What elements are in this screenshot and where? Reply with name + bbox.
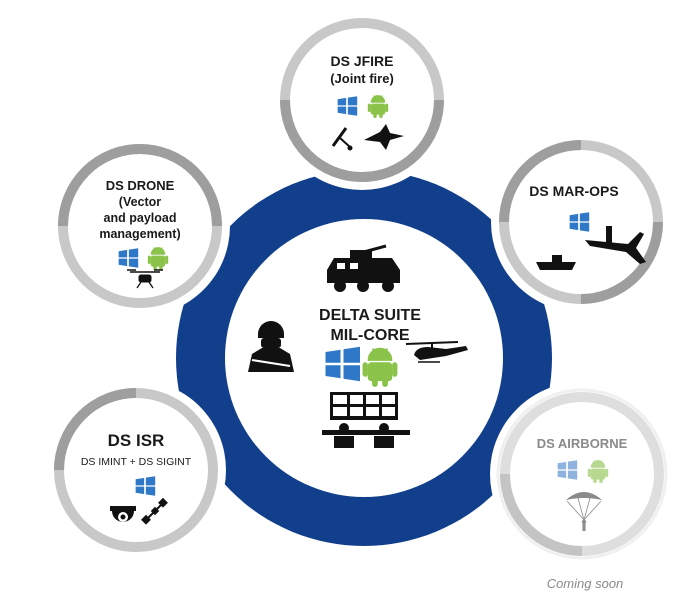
- isr-ring-dark: [54, 388, 137, 471]
- airborne-ring-dark: [500, 473, 583, 556]
- module-marops: DS MAR-OPS: [491, 132, 671, 312]
- jfire-subtitle: (Joint fire): [330, 71, 394, 86]
- isr-disc: [66, 400, 206, 540]
- airborne-halo: [496, 388, 668, 560]
- jfire-ring-dark: [280, 99, 444, 182]
- module-drone: DS DRONE (Vector and payload management): [50, 136, 230, 316]
- drone-ring-dark: [58, 144, 222, 227]
- marops-ring-dark: [499, 140, 582, 223]
- isr-title: DS ISR: [108, 431, 165, 450]
- drone-title: DS DRONE: [106, 178, 175, 193]
- boat-icon: [536, 255, 576, 270]
- control-room-icon: [322, 392, 410, 448]
- marops-disc: [511, 152, 651, 292]
- module-isr: DS ISR DS IMINT + DS SIGINT: [46, 380, 226, 560]
- airborne-status: Coming soon: [547, 576, 624, 591]
- dome-camera-icon: [110, 506, 136, 522]
- drone-subtitle-line2: and payload: [104, 211, 177, 225]
- drone-disc: [70, 156, 210, 296]
- marops-ring-dark-2: [580, 221, 663, 304]
- jfire-disc: [292, 30, 432, 170]
- core-module: DELTA SUITE MIL-CORE: [176, 170, 552, 546]
- parachute-icon: [566, 492, 602, 531]
- isr-subtitle: DS IMINT + DS SIGINT: [81, 456, 192, 468]
- drone-subtitle-line3: management): [99, 227, 180, 241]
- jfire-title: DS JFIRE: [330, 53, 393, 69]
- module-airborne: DS AIRBORNE Coming soon: [490, 382, 674, 591]
- drone-icon: [127, 269, 163, 289]
- core-title-line2: MIL-CORE: [330, 327, 409, 344]
- patrol-aircraft-icon: [585, 226, 646, 264]
- airborne-disc: [512, 404, 652, 544]
- core-title-line1: DELTA SUITE: [319, 307, 421, 324]
- module-jfire: DS JFIRE (Joint fire): [272, 10, 452, 190]
- soldier-icon: [248, 321, 294, 372]
- mortar-icon: [331, 127, 353, 151]
- core-inner-disc: [225, 219, 503, 497]
- armored-vehicle-icon: [327, 244, 400, 292]
- fighter-jet-icon: [364, 124, 404, 150]
- airborne-title: DS AIRBORNE: [537, 436, 628, 451]
- marops-title: DS MAR-OPS: [529, 183, 618, 199]
- helicopter-icon: [405, 341, 468, 363]
- drone-subtitle-line1: (Vector: [119, 195, 162, 209]
